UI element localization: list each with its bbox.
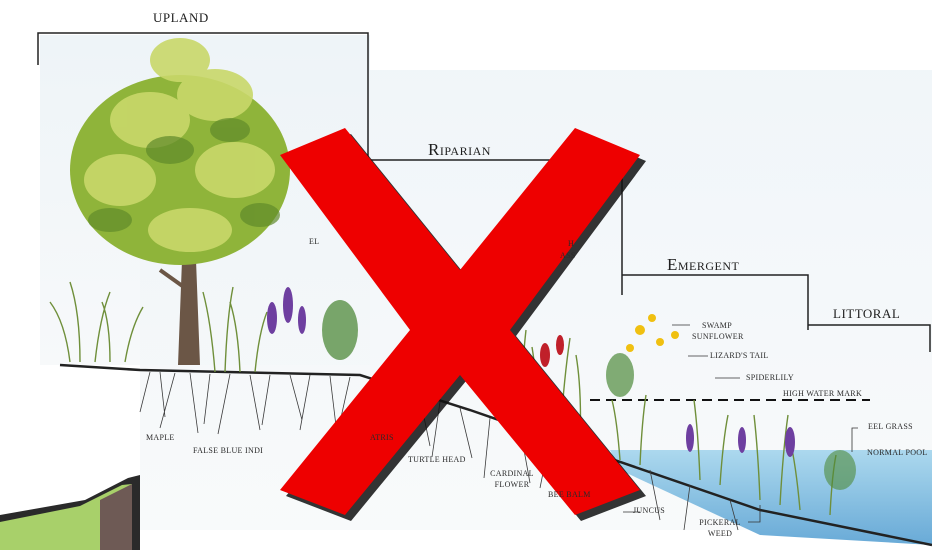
- plant-label-false-blue-indigo: False Blue Indi: [193, 446, 263, 455]
- plant-label-liatris: atris: [370, 433, 394, 442]
- zone-label-riparian: Riparian: [428, 140, 491, 160]
- plant-label-cardinal-flower: Cardinal Flower: [482, 468, 542, 490]
- plant-label-bee-balm: Bee Balm: [548, 490, 591, 499]
- plant-label-switch-grass-1: h: [568, 239, 574, 248]
- zone-label-upland: UPLAND: [153, 10, 209, 26]
- plant-label-lizards-tail: Lizard's Tail: [710, 351, 769, 360]
- cardinal-flower-line-2: Flower: [482, 479, 542, 490]
- swamp-sunflower-line-2: Sunflower: [692, 331, 752, 342]
- pickerel-weed-line-1: Pickeral: [690, 517, 750, 528]
- plant-label-spiderlily: Spiderlily: [746, 373, 794, 382]
- zone-label-emergent: Emergent: [667, 255, 739, 275]
- normal-pool-label: Normal Pool: [867, 448, 928, 457]
- high-water-mark-label: High Water Mark: [783, 389, 862, 398]
- pickerel-weed-line-2: Weed: [690, 528, 750, 539]
- plant-label-swamp-sunflower: Swamp Sunflower: [692, 320, 752, 342]
- zone-label-littoral: LITTORAL: [833, 306, 900, 322]
- plant-label-elder: El: [309, 237, 319, 246]
- plant-label-eel-grass: Eel Grass: [868, 422, 913, 431]
- plant-label-maple: Maple: [146, 433, 175, 442]
- cardinal-flower-line-1: Cardinal: [482, 468, 542, 479]
- swamp-sunflower-line-1: Swamp: [692, 320, 752, 331]
- plant-label-juncus: Juncus: [633, 506, 665, 515]
- plant-label-switch-grass-2: ass: [560, 251, 576, 260]
- plant-label-turtle-head: Turtle Head: [408, 455, 466, 464]
- plant-label-pickerel-weed: Pickeral Weed: [690, 517, 750, 539]
